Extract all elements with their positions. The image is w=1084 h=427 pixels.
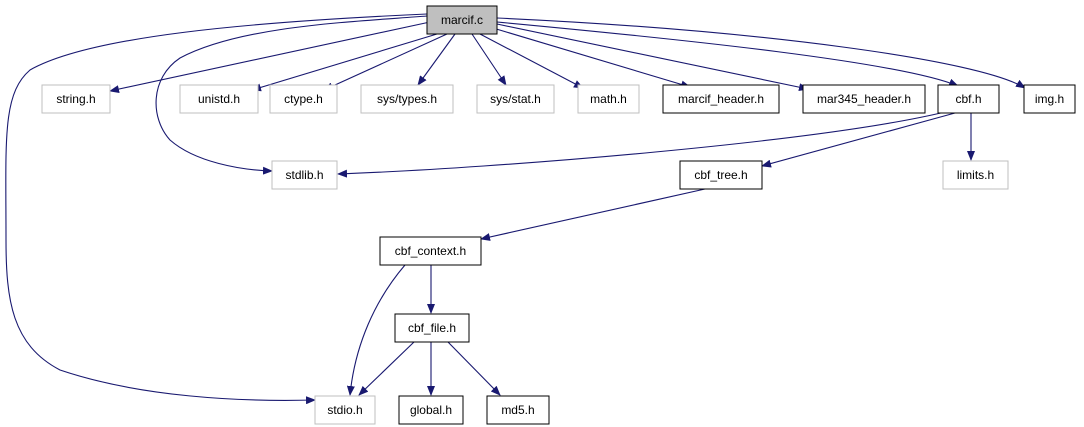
node-box xyxy=(41,84,111,114)
edge-cbf-tree-h-to-cbf-context-h xyxy=(480,188,706,241)
node-stdlib-h: stdlib.h xyxy=(271,160,338,190)
node-sys-stat-h: sys/stat.h xyxy=(476,84,555,114)
node-label: marcif.c xyxy=(441,13,483,27)
node-label: ctype.h xyxy=(284,92,323,106)
node-label: math.h xyxy=(590,92,627,106)
node-cbf-context-h[interactable]: cbf_context.h xyxy=(379,236,482,266)
node-box xyxy=(379,236,482,266)
edge-marcif-c-to-unistd-h xyxy=(251,33,438,92)
node-label: cbf_file.h xyxy=(408,321,456,335)
edge-marcif-c-to-string-h xyxy=(109,21,431,94)
edge-marcif-c-to-mar345-header-h xyxy=(496,23,809,92)
edge-cbf-file-h-to-md5-h xyxy=(447,341,501,396)
node-label: marcif_header.h xyxy=(678,92,764,106)
edge-marcif-c-to-img-h xyxy=(496,17,1026,89)
node-sys-types-h: sys/types.h xyxy=(360,84,454,114)
node-box xyxy=(577,84,640,114)
node-label: sys/stat.h xyxy=(490,92,541,106)
node-marcif-header-h[interactable]: marcif_header.h xyxy=(662,84,780,114)
node-label: cbf_tree.h xyxy=(694,168,747,182)
edge-marcif-c-to-math-h xyxy=(479,33,584,89)
node-label: stdio.h xyxy=(327,403,362,417)
node-box xyxy=(662,84,780,114)
node-box xyxy=(486,395,550,425)
node-label: sys/types.h xyxy=(377,92,437,106)
node-md5-h[interactable]: md5.h xyxy=(486,395,550,425)
node-label: limits.h xyxy=(957,168,994,182)
edge-cbf-file-h-to-stdio-h xyxy=(358,341,415,396)
edge-marcif-c-to-marcif-header-h xyxy=(492,27,691,89)
node-marcif-c[interactable]: marcif.c xyxy=(426,5,498,35)
node-box xyxy=(942,160,1009,190)
edge-marcif-c-to-ctype-h xyxy=(323,33,448,91)
node-box xyxy=(394,313,470,343)
node-label: string.h xyxy=(56,92,95,106)
node-cbf-file-h[interactable]: cbf_file.h xyxy=(394,313,470,343)
node-box xyxy=(426,5,498,35)
node-box xyxy=(937,84,1000,114)
node-box xyxy=(269,84,338,114)
node-global-h[interactable]: global.h xyxy=(398,395,464,425)
edges-layer xyxy=(5,13,1026,405)
node-label: cbf.h xyxy=(955,92,981,106)
edge-marcif-c-to-sys-stat-h xyxy=(471,33,507,86)
node-box xyxy=(679,160,763,190)
edge-marcif-c-to-stdio-h xyxy=(5,13,428,405)
node-label: stdlib.h xyxy=(285,168,323,182)
node-label: md5.h xyxy=(501,403,534,417)
node-box xyxy=(476,84,555,114)
node-box xyxy=(314,395,376,425)
node-stdio-h: stdio.h xyxy=(314,395,376,425)
node-box xyxy=(271,160,338,190)
node-img-h[interactable]: img.h xyxy=(1023,84,1076,114)
node-math-h: math.h xyxy=(577,84,640,114)
node-label: cbf_context.h xyxy=(395,244,466,258)
edge-marcif-c-to-stdlib-h xyxy=(155,15,428,175)
node-ctype-h: ctype.h xyxy=(269,84,338,114)
node-label: global.h xyxy=(410,403,452,417)
node-box xyxy=(398,395,464,425)
node-box xyxy=(1023,84,1076,114)
node-cbf-tree-h[interactable]: cbf_tree.h xyxy=(679,160,763,190)
node-string-h: string.h xyxy=(41,84,111,114)
node-unistd-h: unistd.h xyxy=(179,84,259,114)
node-mar345-header-h[interactable]: mar345_header.h xyxy=(802,84,926,114)
nodes-layer: marcif.c string.h unistd.h ctype.h sys/types… xyxy=(41,5,1076,425)
node-limits-h: limits.h xyxy=(942,160,1009,190)
node-label: mar345_header.h xyxy=(817,92,911,106)
node-box xyxy=(802,84,926,114)
node-box xyxy=(360,84,454,114)
edge-cbf-h-to-stdlib-h xyxy=(337,111,946,178)
edge-marcif-c-to-sys-types-h xyxy=(417,33,456,86)
edge-marcif-c-to-cbf-h xyxy=(496,21,959,87)
node-box xyxy=(179,84,259,114)
edge-cbf-h-to-cbf-tree-h xyxy=(761,112,956,168)
node-label: unistd.h xyxy=(198,92,240,106)
edge-cbf-context-h-to-stdio-h xyxy=(346,264,406,396)
node-cbf-h[interactable]: cbf.h xyxy=(937,84,1000,114)
node-label: img.h xyxy=(1035,92,1064,106)
